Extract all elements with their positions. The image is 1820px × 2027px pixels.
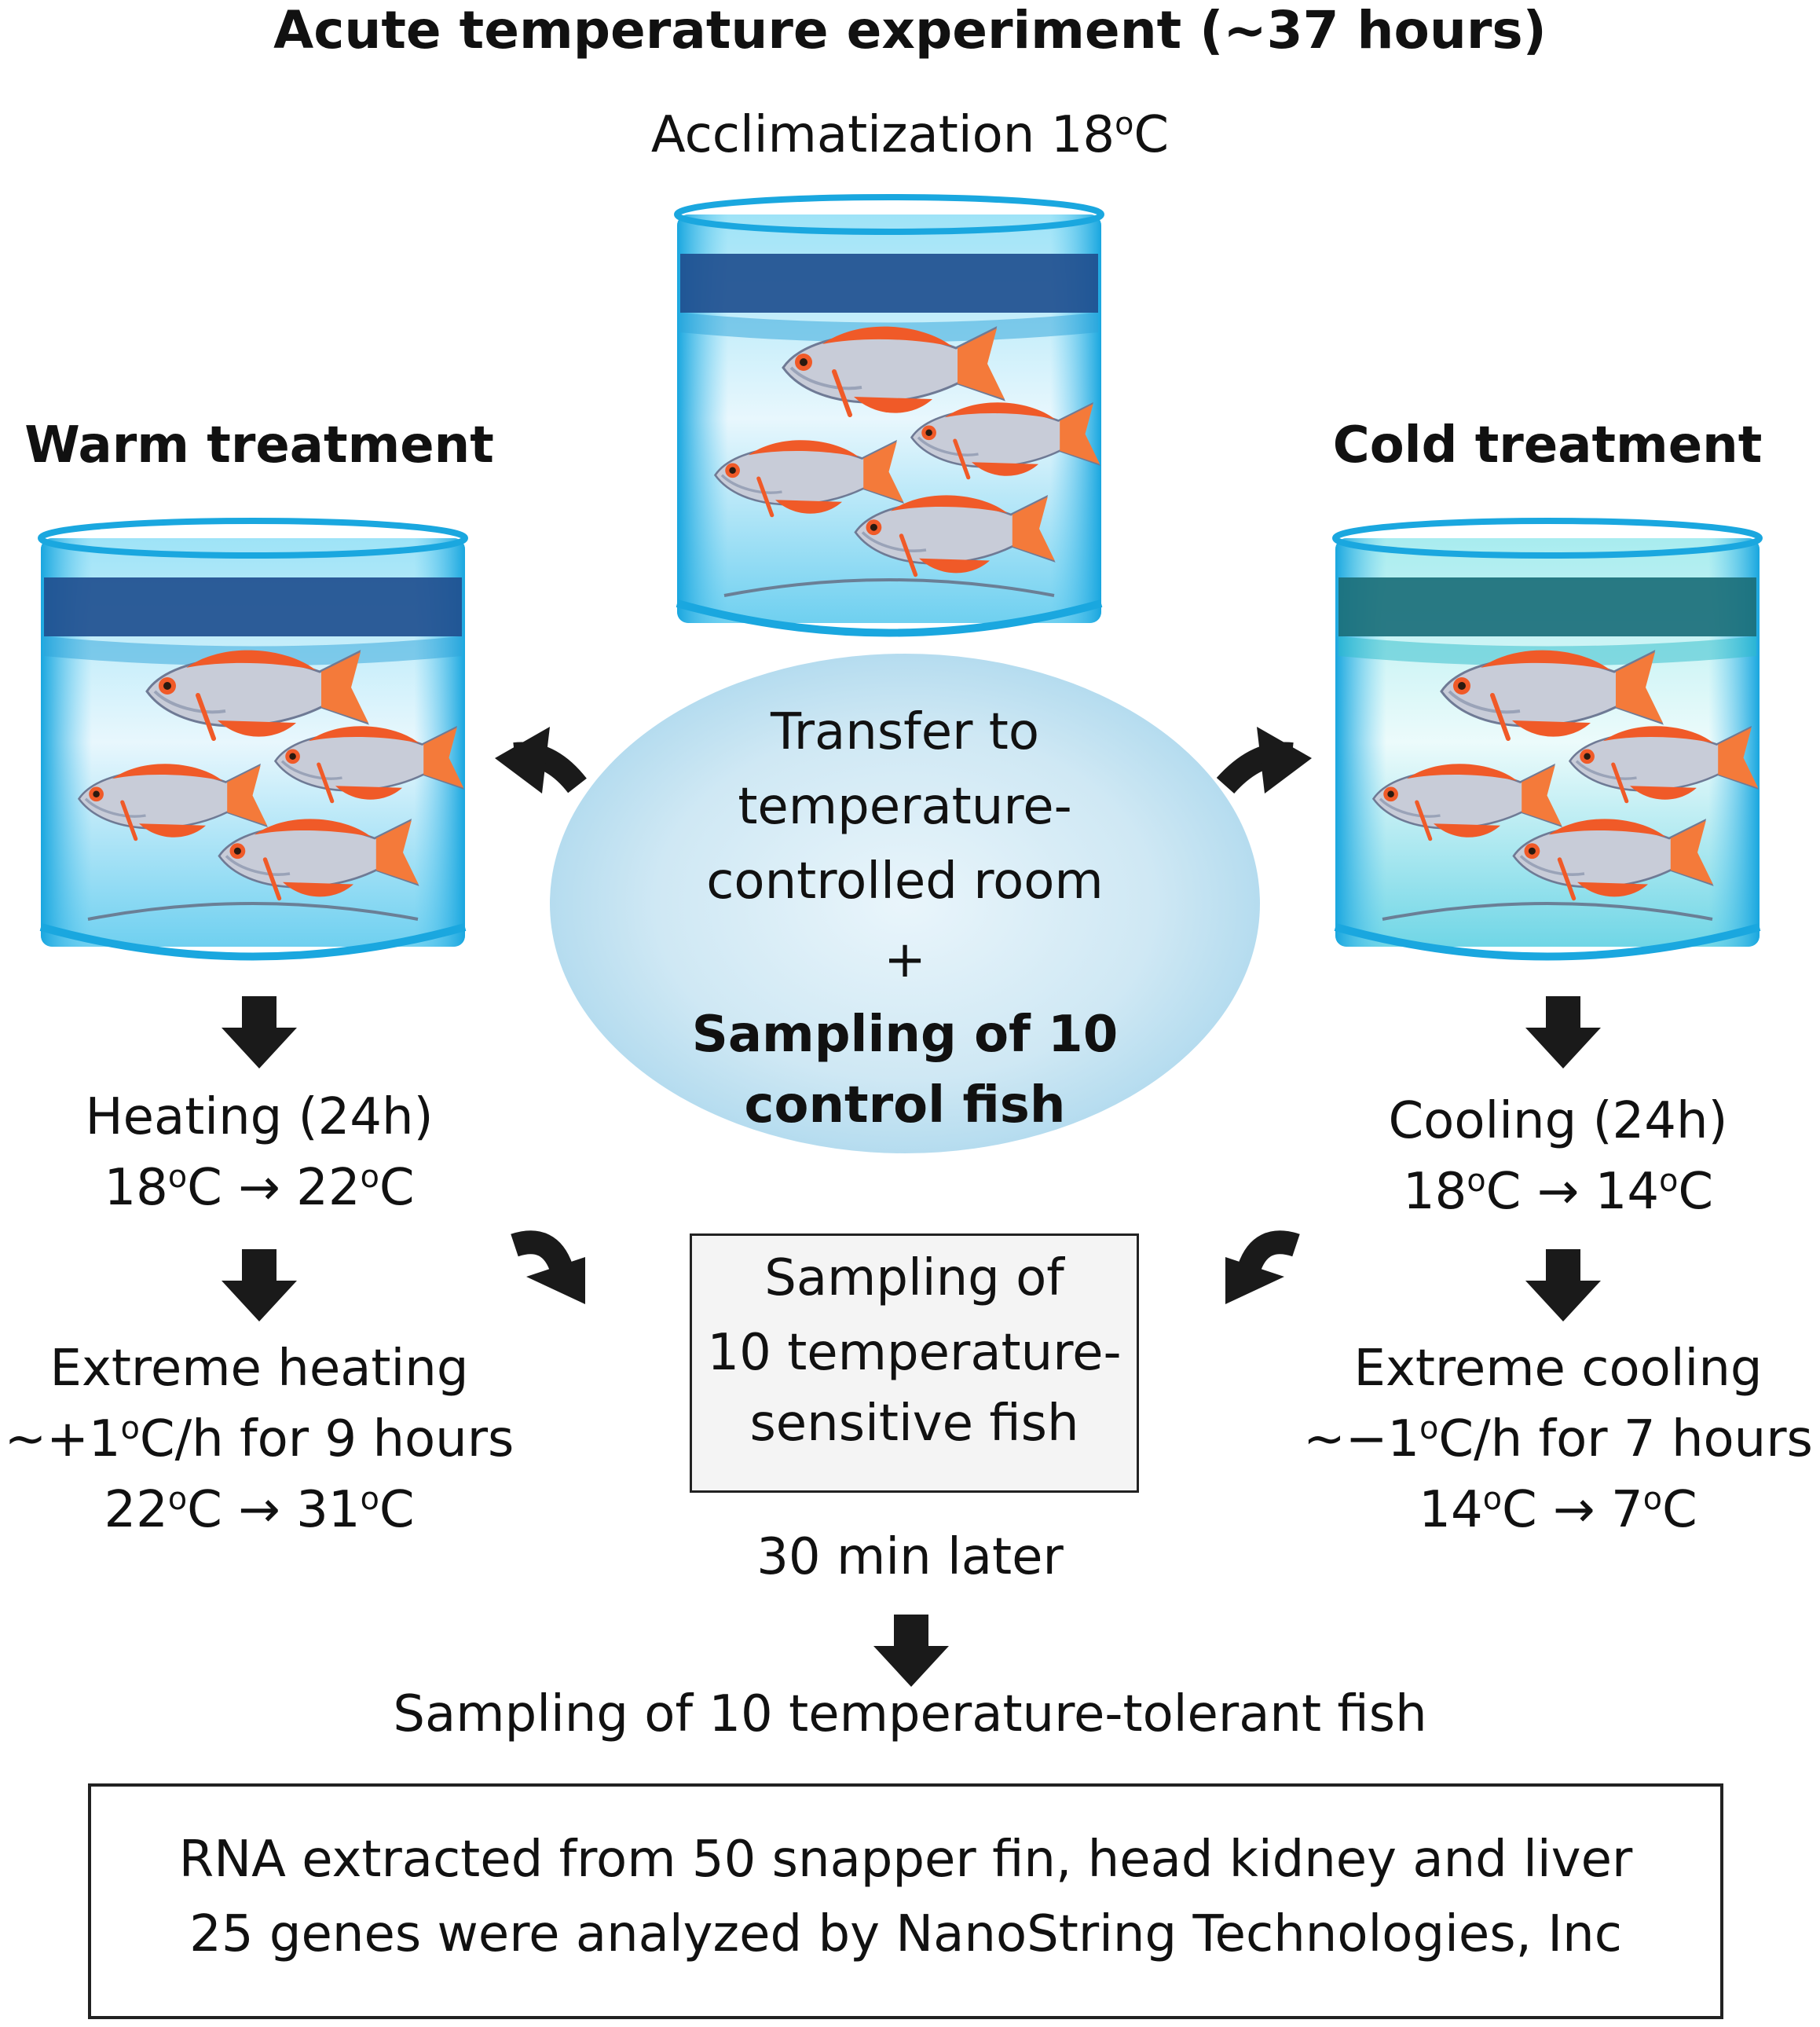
extreme-cooling-title: Extreme cooling xyxy=(1353,1340,1763,1398)
sensitive-sampling-box xyxy=(690,1233,1139,1493)
rna-box xyxy=(88,1783,1723,2019)
warm-treatment-heading: Warm treatment xyxy=(24,416,494,475)
ellipse-line-5: Sampling of 10 xyxy=(691,1006,1119,1064)
down-arrow-center xyxy=(873,1615,949,1687)
extreme-cooling-rate: ~−1oC/h for 7 hours xyxy=(1303,1410,1813,1468)
later-label: 30 min later xyxy=(756,1528,1064,1586)
ellipse-plus: + xyxy=(884,931,926,989)
cold-treatment-heading: Cold treatment xyxy=(1332,416,1763,475)
heating-range: 18oC → 22oC xyxy=(104,1159,415,1217)
rna-line-2: 25 genes were analyzed by NanoString Tec… xyxy=(189,1905,1622,1963)
ellipse-line-2: temperature- xyxy=(738,778,1072,836)
cooling-range: 18oC → 14oC xyxy=(1402,1163,1714,1221)
extreme-heating-title: Extreme heating xyxy=(49,1340,469,1398)
down-arrow-warm-2 xyxy=(222,1249,297,1321)
extreme-heating-rate: ~+1oC/h for 9 hours xyxy=(4,1410,515,1468)
cooling-title: Cooling (24h) xyxy=(1388,1092,1728,1150)
heating-title: Heating (24h) xyxy=(85,1088,434,1146)
ellipse-line-3: controlled room xyxy=(706,852,1104,911)
down-arrow-warm-1 xyxy=(222,996,297,1068)
acclimatization-tank xyxy=(677,197,1101,633)
warm-treatment-tank xyxy=(41,521,465,957)
extreme-heating-range: 22oC → 31oC xyxy=(104,1481,415,1539)
tolerant-sampling-label: Sampling of 10 temperature-tolerant fish xyxy=(393,1685,1427,1743)
arrow-to-cold xyxy=(1216,727,1312,794)
cold-treatment-tank xyxy=(1332,518,1763,961)
transfer-ellipse xyxy=(550,654,1260,1153)
arrow-warm-to-sensitive xyxy=(511,1230,585,1304)
ellipse-line-1: Transfer to xyxy=(771,703,1039,761)
arrow-to-warm xyxy=(495,727,587,794)
sensitive-line-3: sensitive fish xyxy=(749,1395,1079,1453)
arrow-cold-to-sensitive xyxy=(1225,1230,1300,1304)
extreme-cooling-range: 14oC → 7oC xyxy=(1419,1481,1697,1539)
rna-line-1: RNA extracted from 50 snapper fin, head … xyxy=(178,1831,1633,1889)
acclimatization-label: Acclimatization 18oC xyxy=(650,106,1170,164)
ellipse-line-6: control fish xyxy=(744,1076,1066,1134)
sensitive-line-1: Sampling of xyxy=(764,1249,1064,1307)
sensitive-line-2: 10 temperature- xyxy=(707,1324,1122,1382)
diagram-title: Acute temperature experiment (~37 hours) xyxy=(273,0,1547,60)
down-arrow-cold-2 xyxy=(1525,1249,1601,1321)
down-arrow-cold-1 xyxy=(1525,996,1601,1068)
